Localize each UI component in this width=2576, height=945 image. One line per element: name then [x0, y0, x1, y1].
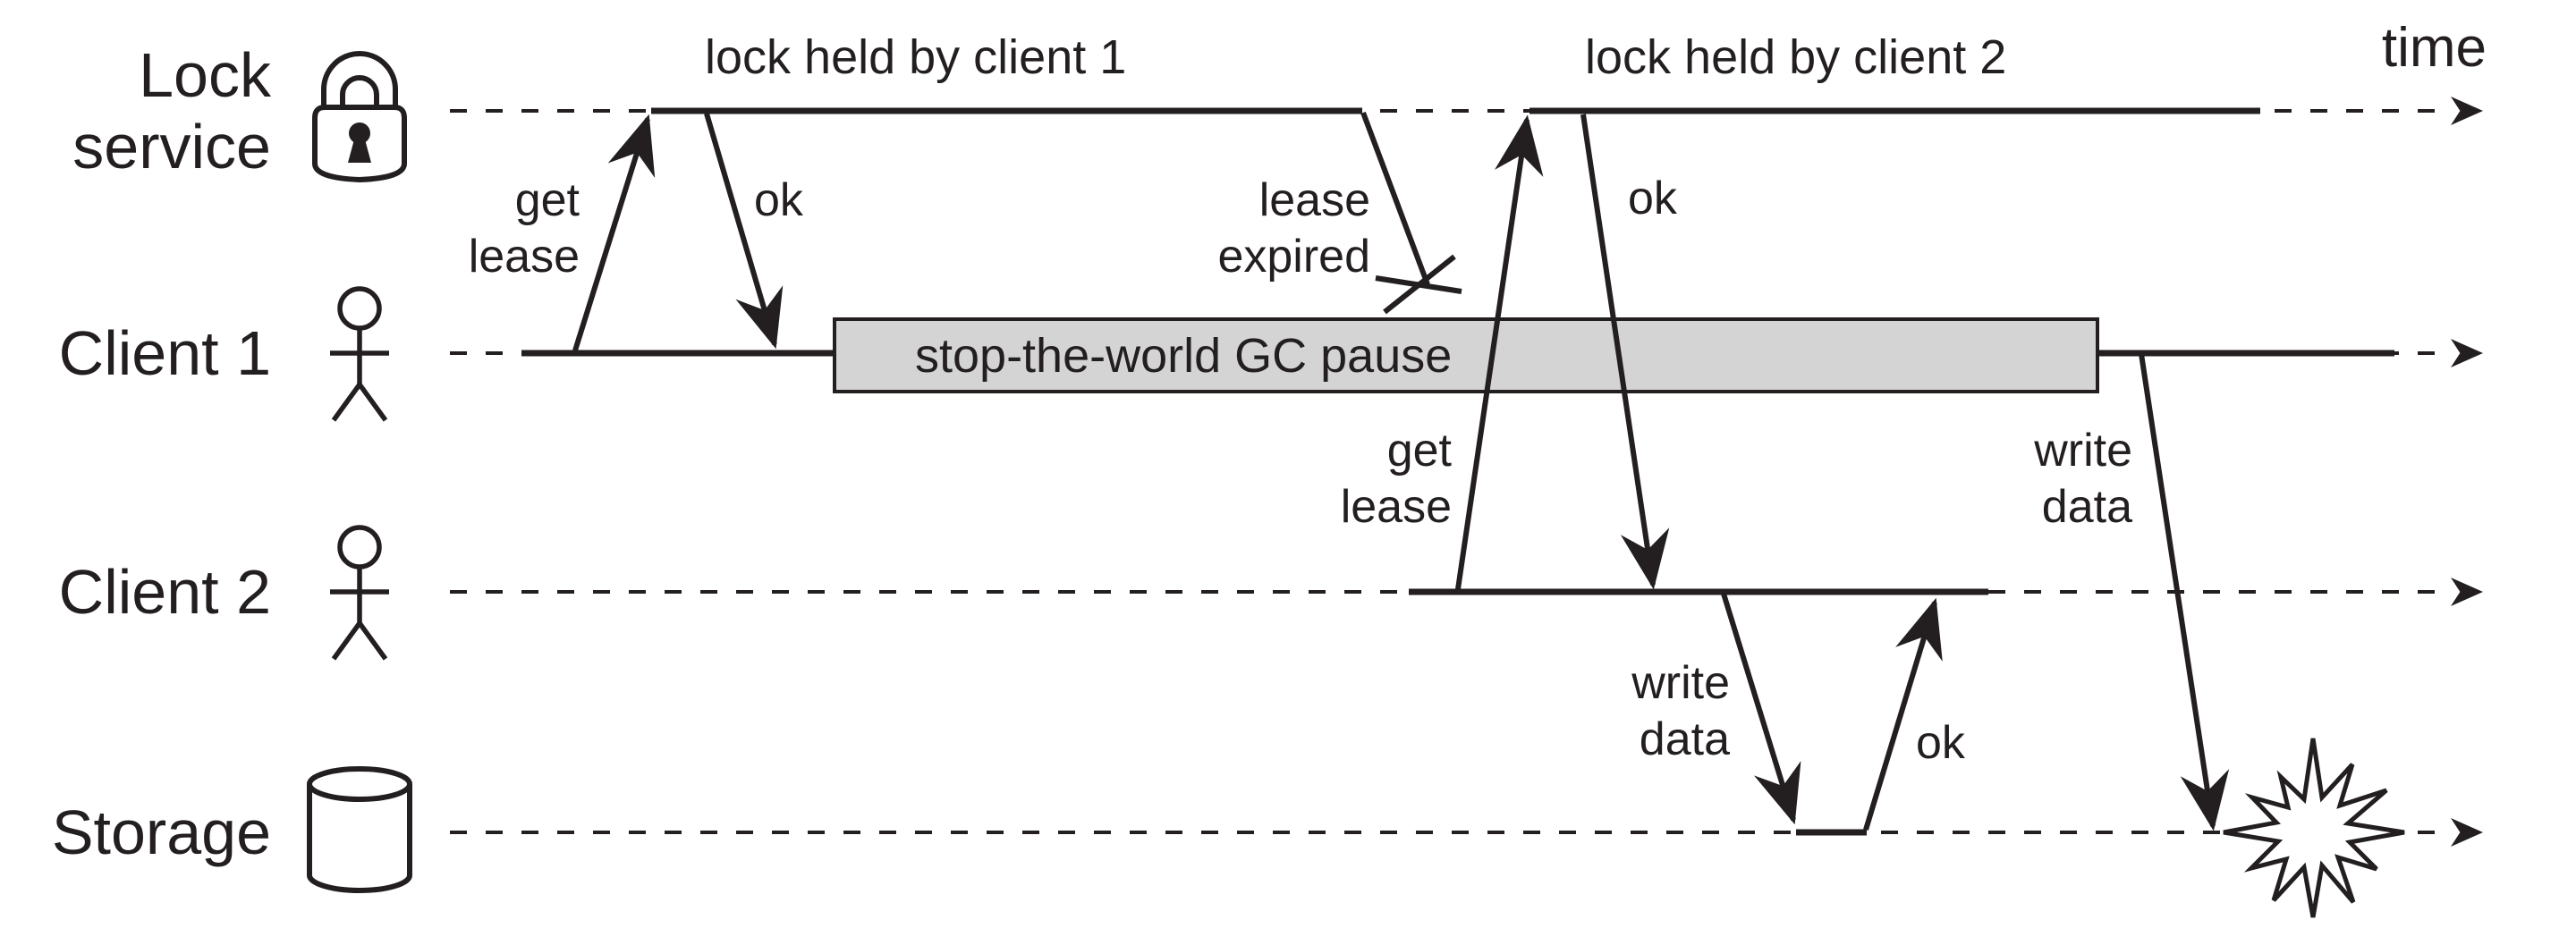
explosion-icon [2223, 738, 2405, 918]
lane-label-client2: Client 2 [58, 557, 271, 627]
lane-label-storage: Storage [51, 797, 271, 867]
get-lease-1-label: get lease [468, 174, 580, 283]
ok-storage-arrow [1863, 597, 1943, 831]
write-data-2-label: write data [1631, 657, 1730, 765]
lock-held-2-caption: lock held by client 2 [1585, 30, 2007, 84]
time-axis-label: time [2381, 17, 2487, 79]
gc-pause-box [833, 317, 2099, 393]
gc-pause-label: stop-the-world GC pause [915, 328, 1453, 383]
write-data-1-arrow [2139, 353, 2230, 831]
person-icon [330, 525, 389, 661]
database-icon [307, 766, 412, 893]
write-data-2-arrow [1721, 593, 1801, 825]
lock-held-1-caption: lock held by client 1 [705, 30, 1127, 84]
get-lease-2-label: get lease [1340, 425, 1452, 533]
lease-expired-cross-stroke [1383, 254, 1456, 315]
person-icon [330, 286, 389, 422]
lane-label-client1: Client 1 [58, 318, 271, 388]
lease-expired-label: lease expired [1217, 174, 1370, 283]
write-data-1-label: write data [2034, 425, 2132, 533]
ok-1-arrow [704, 113, 784, 350]
ok-storage-label: ok [1916, 717, 1965, 769]
get-lease-1-arrow [572, 114, 656, 351]
lane-label-lock-service: Lock service [72, 40, 271, 181]
ok-2-label: ok [1628, 173, 1677, 224]
ok-1-label: ok [754, 174, 803, 226]
lease-expired-line [1360, 111, 1462, 315]
get-lease-2-arrow [1455, 114, 1544, 590]
ok-2-arrow [1580, 114, 1670, 590]
padlock-icon [312, 51, 407, 183]
